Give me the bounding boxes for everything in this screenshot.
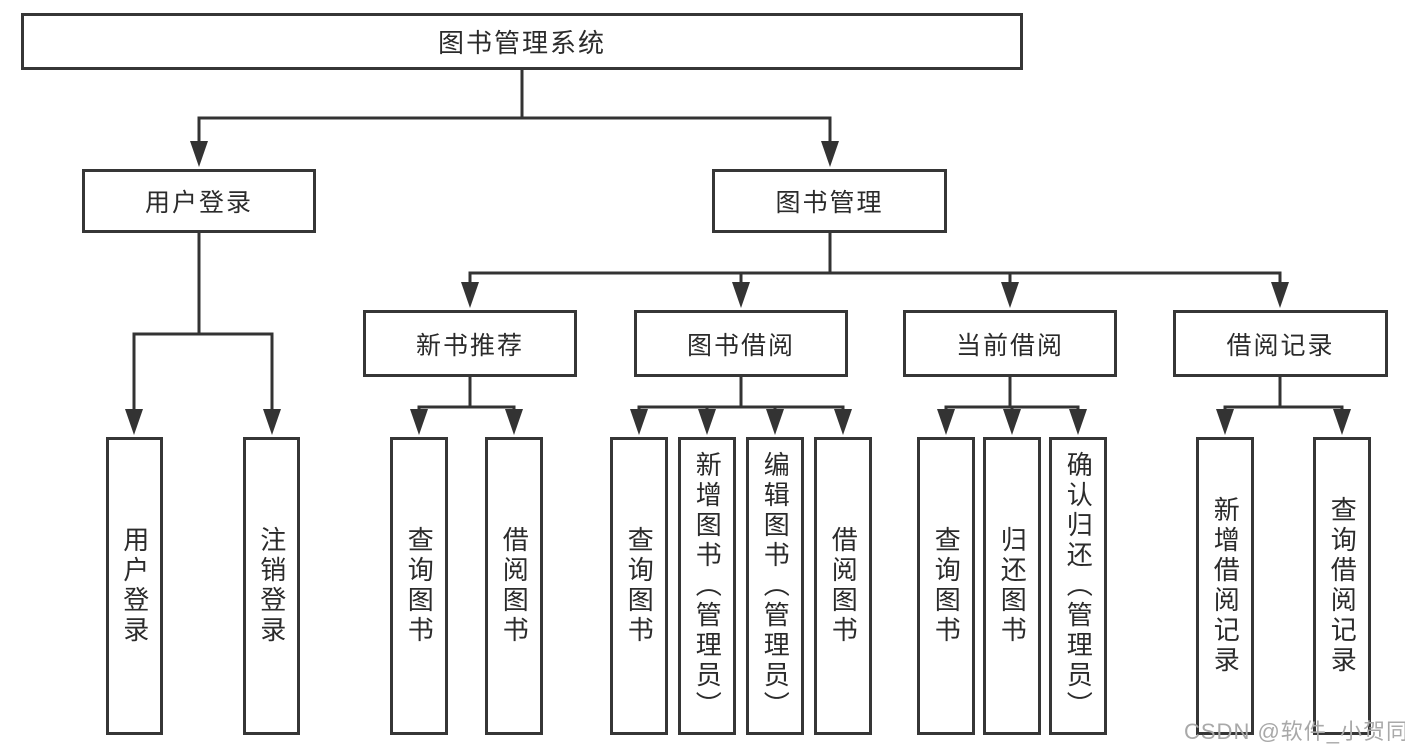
leaf-user-login: 用户登录 (106, 437, 163, 735)
leaf-label: 查询图书 (404, 526, 435, 646)
node-label: 用户登录 (144, 189, 253, 217)
node-label: 借阅记录 (1226, 331, 1335, 360)
leaf-query-books-current: 查询图书 (917, 437, 975, 735)
node-label: 图书管理系统 (437, 28, 606, 58)
leaf-label: 编辑图书（管理员） (760, 451, 791, 721)
node-label: 当前借阅 (955, 331, 1064, 360)
leaf-return-books: 归还图书 (983, 437, 1041, 735)
watermark: CSDN @软件_小贺同学 (1184, 719, 1405, 744)
leaf-label: 新增图书（管理员） (692, 451, 723, 721)
node-library-management-system: 图书管理系统 (21, 13, 1023, 70)
node-book-management: 图书管理 (712, 169, 947, 233)
arrowhead-icons (125, 141, 1351, 435)
leaf-label: 借阅图书 (828, 526, 859, 646)
leaf-query-books-borrow: 查询图书 (610, 437, 668, 735)
leaf-edit-books-admin: 编辑图书（管理员） (746, 437, 804, 735)
leaf-label: 查询图书 (931, 526, 962, 646)
leaf-label: 新增借阅记录 (1210, 496, 1241, 676)
leaf-borrow-books-recommend: 借阅图书 (485, 437, 543, 735)
leaf-label: 查询借阅记录 (1327, 496, 1358, 676)
leaf-add-borrow-record: 新增借阅记录 (1196, 437, 1254, 735)
node-current-borrowing: 当前借阅 (903, 310, 1117, 377)
node-book-borrowing: 图书借阅 (634, 310, 848, 377)
node-user-login: 用户登录 (82, 169, 316, 233)
node-label: 图书管理 (775, 189, 884, 217)
leaf-label: 确认归还（管理员） (1063, 451, 1094, 721)
leaf-add-books-admin: 新增图书（管理员） (678, 437, 736, 735)
leaf-label: 借阅图书 (499, 526, 530, 646)
leaf-label: 注销登录 (256, 526, 287, 646)
leaf-logout: 注销登录 (243, 437, 300, 735)
node-borrowing-records: 借阅记录 (1173, 310, 1388, 377)
leaf-label: 用户登录 (119, 526, 150, 646)
leaf-query-books-recommend: 查询图书 (390, 437, 448, 735)
leaf-borrow-books: 借阅图书 (814, 437, 872, 735)
node-new-book-recommendation: 新书推荐 (363, 310, 577, 377)
leaf-query-borrow-record: 查询借阅记录 (1313, 437, 1371, 735)
node-label: 图书借阅 (686, 331, 795, 360)
leaf-label: 归还图书 (997, 526, 1028, 646)
node-label: 新书推荐 (415, 331, 524, 360)
leaf-label: 查询图书 (624, 526, 655, 646)
leaf-confirm-return-admin: 确认归还（管理员） (1049, 437, 1107, 735)
